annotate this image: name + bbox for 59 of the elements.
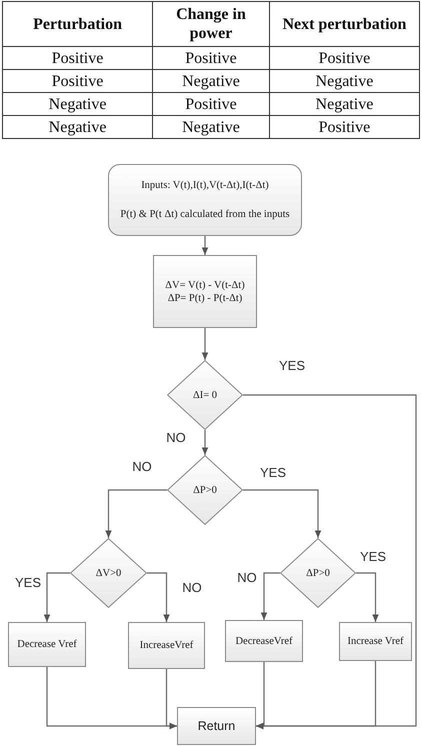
condition-label: ΔP>0 <box>306 566 330 580</box>
table-cell: Positive <box>269 46 420 70</box>
condition-label: ΔV>0 <box>96 566 122 580</box>
arrow <box>166 669 177 730</box>
step-label: Inputs: V(t),I(t),V(t-Δt),I(t-Δt) <box>141 179 269 192</box>
arrow <box>202 236 208 255</box>
arrow <box>260 572 280 620</box>
condition-label: ΔP>0 <box>193 484 217 496</box>
arrow <box>44 572 70 622</box>
arrow <box>356 572 379 622</box>
edge-label: NO <box>165 431 187 445</box>
table-cell: Negative <box>269 92 420 116</box>
process-box <box>8 622 86 667</box>
column-header: Perturbation <box>2 2 153 46</box>
edge-label: YES <box>359 550 387 564</box>
formula-label: ΔP= P(t) - P(t-Δt) <box>168 292 242 304</box>
step-label: IncreaseVref <box>140 639 194 652</box>
table-cell: Negative <box>2 116 153 138</box>
process-box <box>153 255 257 328</box>
process-box <box>225 620 303 662</box>
column-header: Change in power <box>152 2 270 46</box>
process-box <box>339 622 412 661</box>
arrow <box>202 328 208 360</box>
step-label: Return <box>198 720 236 732</box>
table-cell: Negative <box>152 70 270 92</box>
step-label: P(t) & P(t Δt) calculated from the inputs <box>120 208 290 221</box>
table-cell: Negative <box>2 92 153 116</box>
step-label: DecreaseVref <box>235 634 293 648</box>
edge-label: NO <box>236 571 258 585</box>
decision-diamond <box>167 455 243 525</box>
process-box <box>177 707 256 745</box>
step-label: Decrease Vref <box>17 638 77 651</box>
table-cell: Negative <box>269 70 420 92</box>
decision-diamond <box>280 538 356 608</box>
arrow <box>256 661 376 730</box>
formula-label: ΔV= V(t) - V(t-Δt) <box>165 278 245 292</box>
table-cell: Negative <box>152 116 270 138</box>
arrow <box>105 489 167 538</box>
arrow <box>147 572 170 622</box>
arrow <box>202 430 208 455</box>
arrow <box>243 394 417 730</box>
step-label: Increase Vref <box>347 635 404 648</box>
table-cell: Positive <box>2 46 153 70</box>
table-cell: Positive <box>152 46 270 70</box>
table-cell: Positive <box>2 70 153 92</box>
process-box <box>128 622 205 669</box>
edge-label: YES <box>14 576 42 590</box>
table-cell: Positive <box>152 92 270 116</box>
edge-label: NO <box>131 460 153 474</box>
arrow <box>243 489 322 538</box>
condition-label: ΔI= 0 <box>192 388 218 402</box>
decision-diamond <box>167 360 243 430</box>
column-header: Next perturbation <box>269 2 420 46</box>
edge-label: YES <box>278 359 306 373</box>
decision-diamond <box>70 538 147 608</box>
rounded-process-box <box>108 164 302 236</box>
table-cell: Positive <box>269 116 420 138</box>
edge-label: YES <box>259 466 287 480</box>
edge-label: NO <box>181 581 203 595</box>
